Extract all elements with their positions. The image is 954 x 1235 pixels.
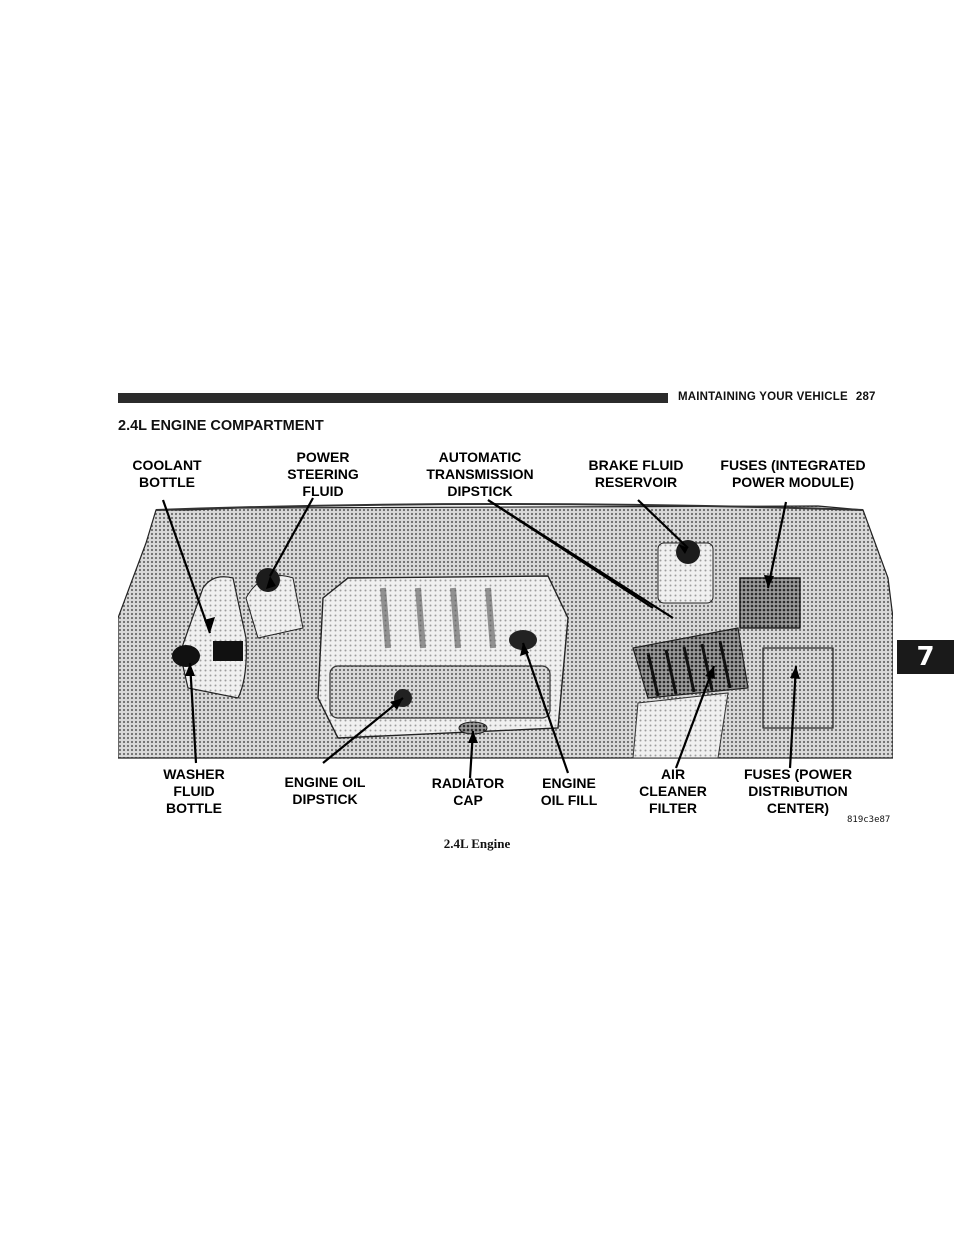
label-transmission-dipstick: AUTOMATIC TRANSMISSION DIPSTICK [426, 449, 534, 499]
label-engine-oil-dipstick: ENGINE OIL DIPSTICK [284, 774, 366, 807]
running-header: MAINTAINING YOUR VEHICLE 287 [678, 391, 876, 403]
coolant-bottle-shape [179, 576, 247, 699]
oil-fill-cap [509, 630, 537, 650]
power-steering-cap [256, 568, 280, 592]
power-distribution-center [762, 647, 834, 729]
image-code: 819c3e87 [847, 815, 891, 825]
label-coolant-bottle: COOLANT BOTTLE [132, 457, 202, 490]
label-fuses-power-distribution-center: FUSES (POWER DISTRIBUTION CENTER) [743, 766, 853, 816]
section-title: 2.4L ENGINE COMPARTMENT [118, 418, 324, 434]
coolant-warning-label [213, 641, 243, 661]
header-section: MAINTAINING YOUR VEHICLE [678, 391, 848, 403]
label-washer-fluid-bottle: WASHER FLUID BOTTLE [163, 766, 225, 816]
hood-edge [155, 503, 864, 511]
air-cleaner-box [632, 692, 729, 759]
label-air-cleaner-filter: AIR CLEANER FILTER [639, 766, 707, 816]
integrated-power-module [739, 577, 801, 629]
label-engine-oil-fill: ENGINE OIL FILL [540, 775, 598, 808]
air-intake-duct [632, 627, 749, 699]
chapter-tab: 7 [897, 640, 954, 674]
engine-illustration [118, 497, 893, 779]
label-power-steering-fluid: POWER STEERING FLUID [287, 449, 359, 499]
brake-reservoir-cap [676, 540, 700, 564]
washer-cap [172, 645, 200, 667]
label-fuses-integrated-power-module: FUSES (INTEGRATED POWER MODULE) [720, 457, 866, 490]
engine-compartment-figure: COOLANT BOTTLE POWER STEERING FLUID AUTO… [118, 448, 893, 828]
label-radiator-cap: RADIATOR CAP [431, 775, 505, 808]
label-brake-fluid-reservoir: BRAKE FLUID RESERVOIR [588, 457, 684, 490]
page-number: 287 [855, 391, 876, 403]
figure-caption: 2.4L Engine [443, 836, 511, 851]
header-rule [118, 393, 668, 403]
